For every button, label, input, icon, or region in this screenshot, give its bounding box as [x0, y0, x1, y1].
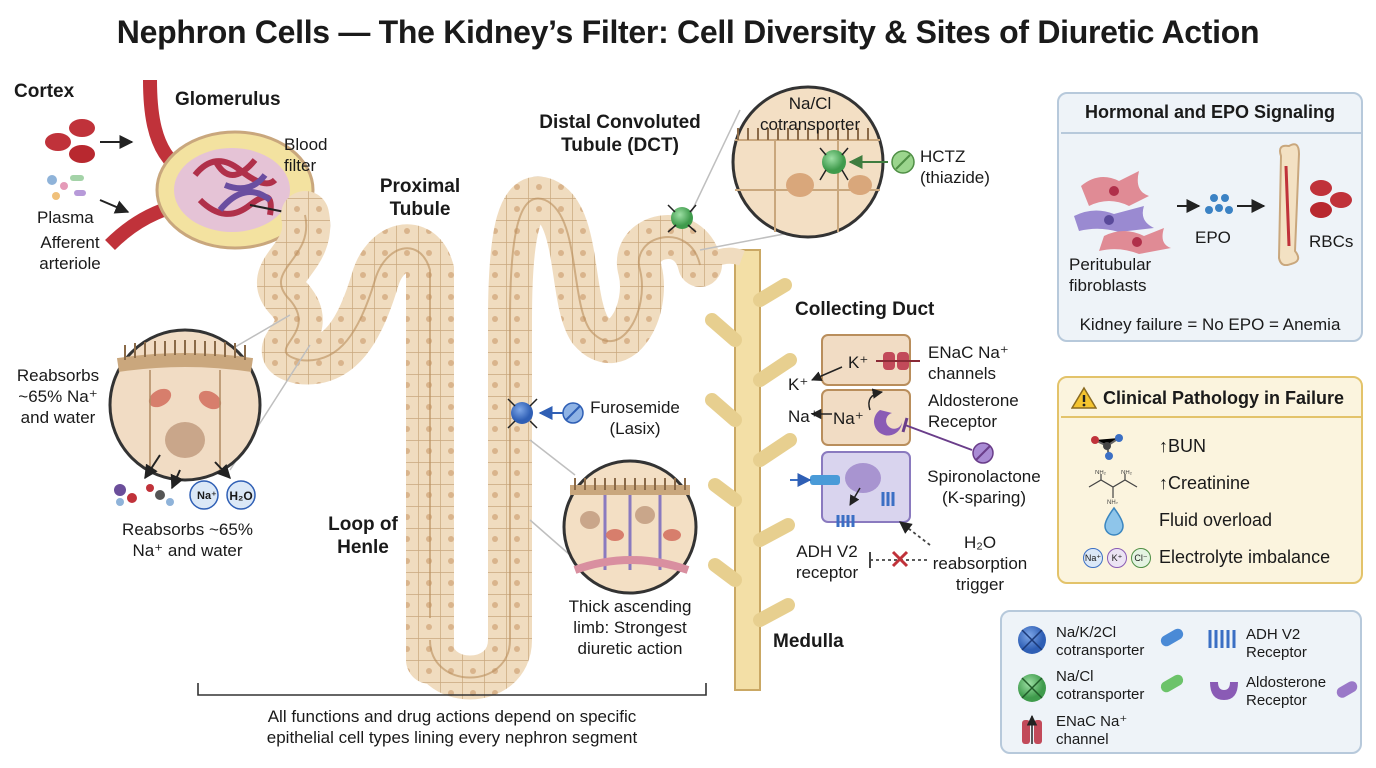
- na-badge-text: Na⁺: [197, 490, 217, 502]
- k-ion-badge-icon: K⁺: [1107, 548, 1127, 568]
- warning-icon: [1070, 386, 1098, 410]
- medulla-label: Medulla: [773, 631, 844, 652]
- creatinine-structure-icon: NH₂ NH₂ NH₂: [1088, 470, 1138, 504]
- hctz-label: HCTZ (thiazide): [920, 147, 990, 187]
- dct-label: Distal Convoluted Tubule (DCT): [539, 112, 701, 156]
- footer-bracket: [197, 683, 707, 696]
- clinical-item-electrolyte: Electrolyte imbalance: [1159, 547, 1331, 567]
- aldosterone-receptor-icon: [874, 410, 902, 436]
- na-plus-label: Na⁺: [788, 407, 819, 426]
- bone-marrow-icon: [1277, 143, 1301, 266]
- collecting-duct-cells: [790, 334, 973, 527]
- hormonal-panel-title: Hormonal and EPO Signaling: [1084, 102, 1336, 122]
- glomerulus: [105, 79, 315, 251]
- na-inside-label: Na⁺: [833, 409, 864, 428]
- aldosterone-receptor-icon: [1210, 682, 1238, 700]
- collecting-duct-label: Collecting Duct: [795, 299, 935, 320]
- epo-note: Kidney failure = No EPO = Anemia: [1079, 315, 1341, 334]
- plasma-molecules-icon: [47, 175, 130, 214]
- k-plus-label: K⁺: [788, 375, 809, 394]
- loop-of-henle-label: Loop of Henle: [328, 514, 398, 558]
- adh-receptor-icon: [836, 515, 855, 527]
- adh-receptor-icon: [1208, 630, 1236, 648]
- clinical-divider: [1061, 416, 1363, 418]
- cortex-label: Cortex: [14, 81, 75, 102]
- enac-channel-icon: [876, 352, 920, 370]
- aldosterone-pill-icon: [1334, 679, 1360, 700]
- thick-ascending-zoom: [529, 439, 698, 595]
- svg-text:NH₂: NH₂: [1107, 500, 1119, 504]
- fibroblasts-label: Peritubular fibroblasts: [1069, 255, 1152, 295]
- page-title: Nephron Cells — The Kidney’s Filter: Cel…: [116, 14, 1260, 50]
- furosemide-pill-icon: [562, 402, 584, 424]
- reabsorbs-bottom-label: Reabsorbs ~65% Na⁺ and water: [122, 520, 253, 560]
- legend-aldosterone-label: Aldosterone Receptor: [1246, 674, 1327, 709]
- proximal-tubule: [257, 191, 454, 684]
- clinical-item-fluid: Fluid overload: [1159, 510, 1273, 530]
- fibroblast-cells-icon: [1074, 171, 1171, 254]
- ncc-transporter-icon: [1018, 674, 1046, 702]
- glomerulus-label: Glomerulus: [175, 89, 281, 110]
- nkcc-transporter: [507, 398, 565, 429]
- legend-ncc-label: Na/Cl cotransporter: [1056, 668, 1145, 703]
- afferent-arteriole-label: Afferent arteriole: [39, 233, 101, 273]
- footer-note: All functions and drug actions depend on…: [266, 707, 638, 747]
- adh-v2-label: ADH V2 receptor: [795, 542, 859, 582]
- molecule-icon: [1091, 434, 1123, 460]
- spironolactone-label: Spironolactone (K-sparing): [927, 467, 1041, 507]
- blood-filter-label: Blood filter: [284, 135, 328, 175]
- plasma-label: Plasma: [37, 208, 94, 227]
- cl-ion-badge-icon: Cl⁻: [1131, 548, 1151, 568]
- legend-adh-label: ADH V2 Receptor: [1246, 626, 1307, 661]
- k-inside-label: K⁺: [848, 353, 869, 372]
- epo-pathway-graphic: [1074, 143, 1352, 266]
- na-cl-cotransporter-label: Na/Cl cotransporter: [760, 94, 861, 134]
- adh-v2-receptor-icon: [881, 492, 895, 506]
- rbc-icon: [1310, 180, 1352, 218]
- furosemide-label: Furosemide (Lasix): [590, 398, 680, 438]
- enac-channel-icon: [1022, 714, 1042, 744]
- hormonal-divider: [1061, 132, 1363, 134]
- enac-label: ENaC Na⁺ channels: [928, 343, 1009, 383]
- clinical-item-creatinine: ↑Creatinine: [1159, 473, 1251, 493]
- svg-text:NH₂: NH₂: [1121, 470, 1133, 476]
- reabsorbed-molecules-icon: [114, 484, 174, 506]
- h2o-trigger-label: H₂O reabsorption trigger: [932, 533, 1028, 594]
- clinical-panel-title: Clinical Pathology in Failure: [1103, 388, 1345, 408]
- aldosterone-receptor-label: Aldosterone Receptor: [928, 391, 1019, 431]
- proximal-tubule-label: Proximal Tubule: [379, 176, 461, 220]
- h2o-badge-icon: [226, 480, 256, 510]
- na-ion-badge-icon: Na⁺: [1083, 548, 1103, 568]
- epo-molecules-icon: [1205, 194, 1233, 214]
- rbcs-label: RBCs: [1309, 232, 1354, 251]
- epo-label: EPO: [1195, 228, 1231, 247]
- legend-panel: Na/K/2Cl cotransporter Na/Cl cotransport…: [1000, 610, 1362, 754]
- legend-enac-label: ENaC Na⁺ channel: [1056, 713, 1128, 748]
- nkcc-transporter-icon: [1018, 626, 1046, 654]
- reabsorbs-side-label: Reabsorbs ~65% Na⁺ and water: [16, 366, 100, 427]
- dct-transporter-zoom: [667, 85, 888, 251]
- water-drop-icon: [1104, 506, 1124, 536]
- collecting-duct: [694, 247, 797, 691]
- svg-text:NH₂: NH₂: [1095, 470, 1107, 476]
- legend-nkcc-label: Na/K/2Cl cotransporter: [1056, 624, 1145, 659]
- spironolactone-pill-icon: [972, 442, 994, 464]
- hormonal-panel: Hormonal and EPO Signaling Peritubular f…: [1057, 92, 1363, 342]
- blocked-x-icon: [891, 550, 909, 568]
- hctz-pill-icon: [891, 150, 915, 174]
- na-badge-icon: [189, 480, 219, 510]
- h2o-badge-text: H₂O: [229, 489, 253, 503]
- thick-ascending-label: Thick ascending limb: Strongest diuretic…: [568, 597, 692, 658]
- red-blood-cells-icon: [45, 119, 134, 163]
- clinical-item-bun: ↑BUN: [1159, 436, 1207, 456]
- proximal-cell-zoom: [108, 314, 311, 490]
